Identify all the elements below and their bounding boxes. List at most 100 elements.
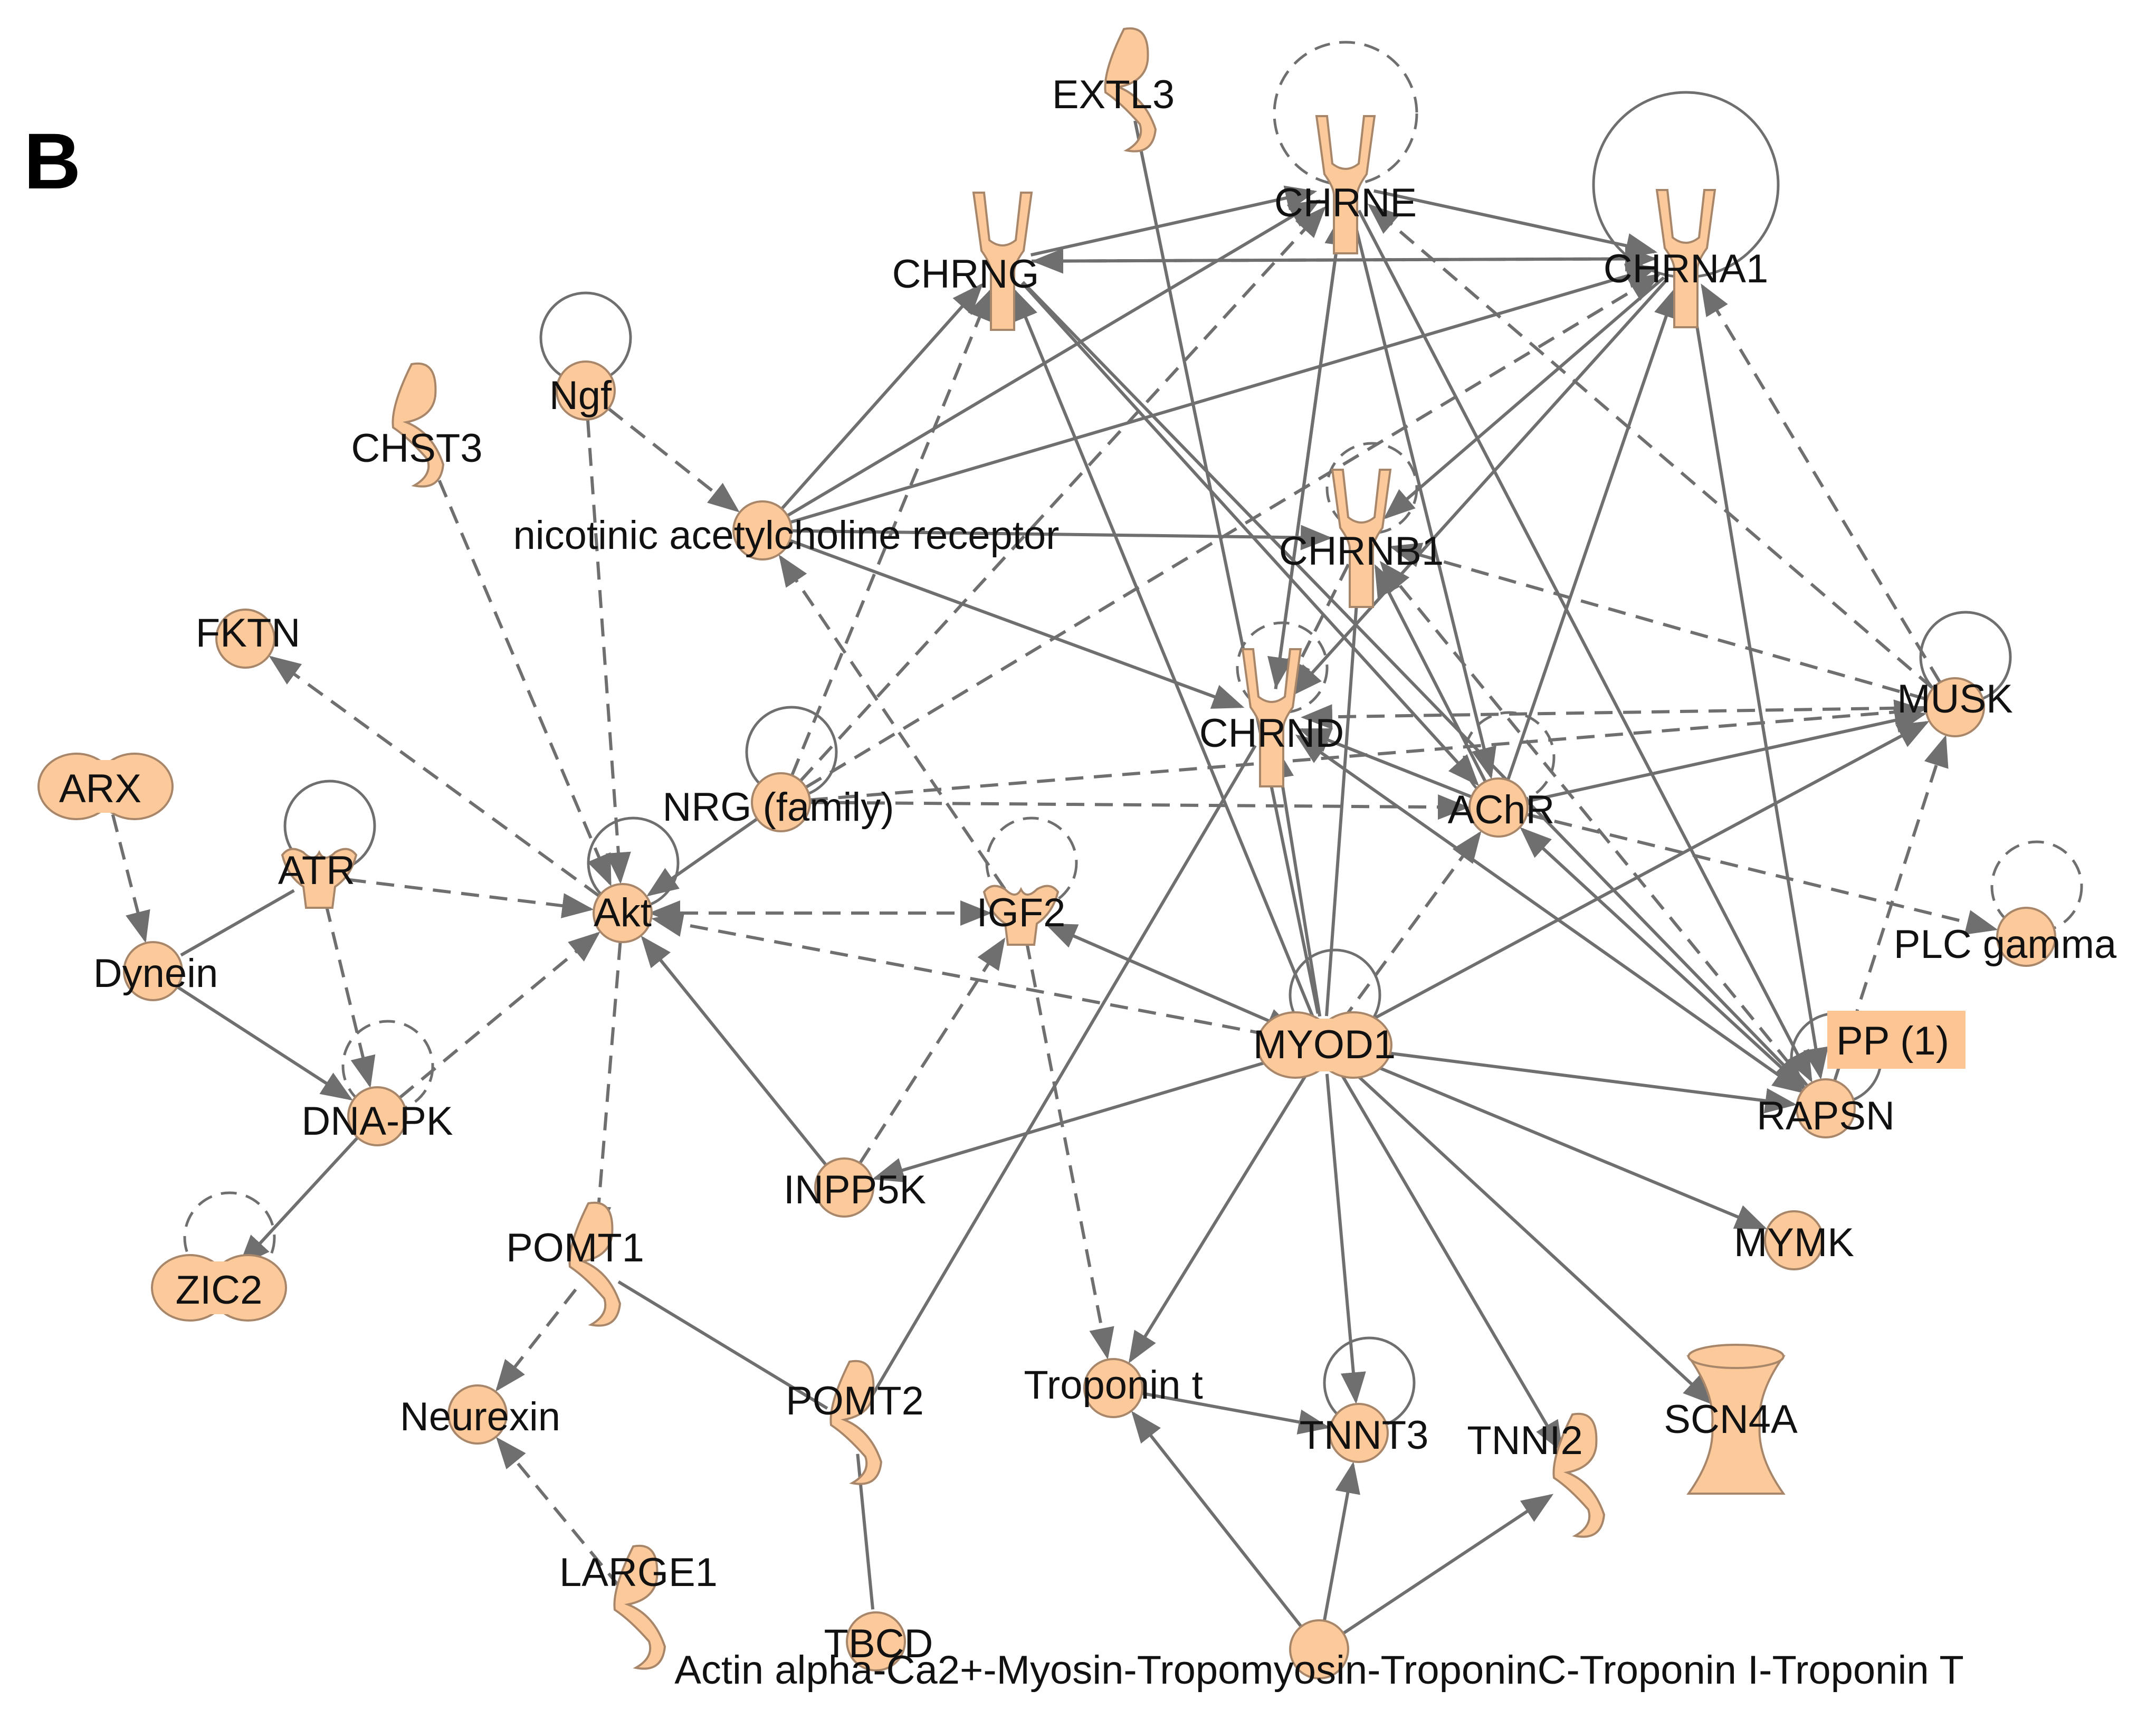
edge-MYOD1-INPP5K [872,1051,1298,1183]
edge-IGF2-Troponint [1025,941,1114,1360]
edge-Akt-FKTN [269,656,600,898]
edge-MYOD1-TNNT3 [1325,1074,1366,1404]
edge-CHRNA1-RAPSN [1688,287,1829,1080]
edge-nAChR-CHRNA1 [789,263,1658,524]
edge-Akt-POMT1 [586,942,622,1238]
node-ATR [281,848,358,909]
edge-RAPSN-CHRNB1 [1379,561,1809,1087]
edge-MYOD1-SCN4A [1344,1063,1715,1405]
edge-MYOD1-RAPSN [1353,1047,1797,1114]
edge-MYOD1-Troponint [1128,1069,1311,1364]
node-CHRNA1 [1655,189,1716,328]
node-label-CHRNA1: CHRNA1 [1604,246,1769,291]
node-label-FKTN: FKTN [196,611,300,656]
node-nAChR [732,500,793,561]
edge-CHRNG-CHRNE [1031,185,1318,257]
edge-NRG-AChR [809,794,1470,820]
node-label-CHRNG: CHRNG [892,252,1039,297]
node-label-Dynein: Dynein [93,951,218,996]
node-MYOD1 [1256,1011,1392,1079]
edge-AChR-CHRNB1 [1374,564,1487,783]
edge-MYOD1-CHRNG [1013,288,1315,1019]
edge-MYOD1-CHRND [1268,746,1322,1017]
node-label-TBCD: TBCD [824,1621,933,1666]
edge-IGF2-MYOD1 [1044,923,1298,1034]
node-POMT1 [568,1201,622,1327]
node-CHST3 [392,362,445,488]
node-NRG [751,772,811,832]
node-label-POMT2: POMT2 [786,1379,924,1423]
edge-CHRND-CHRNE [1274,213,1350,689]
node-TNNT3 [1329,1403,1389,1463]
edge-MYOD1-Akt [651,911,1296,1041]
edge-LARGE1-Neurexin [495,1437,622,1589]
edge-MYOD1-AChR [1340,831,1482,1023]
edge-Dynein-DNAPK [176,985,353,1101]
node-label-POMT1: POMT1 [506,1226,644,1270]
edge-ATR-DNAPK [325,904,376,1088]
edge-Actin-TNNI2 [1342,1494,1554,1635]
node-label-CHRNB1: CHRNB1 [1279,529,1444,574]
node-CHRND [1241,648,1302,787]
node-PLCgamma [1996,907,2056,967]
edge-EXTL3-MYOD1 [1133,120,1320,1014]
edge-Actin-TNNT3 [1322,1461,1360,1621]
edge-ARX-Dynein [111,814,150,943]
node-Dynein [123,941,183,1001]
edge-CHRNG-AChR [1020,281,1480,786]
node-MUSK [1925,677,1985,737]
node-label-ATR: ATR [278,848,355,893]
self-loop-PLCgamma [1990,840,2083,933]
node-IGF2 [982,885,1060,946]
node-TBCD [846,1611,906,1671]
edges-layer [111,120,1998,1635]
node-SCN4A [1686,1344,1786,1495]
node-label-RAPSN: RAPSN [1757,1094,1895,1138]
edge-nAChR-CHRNE [786,200,1321,517]
node-label-Neurexin: Neurexin [400,1394,560,1439]
node-CHRNB1 [1331,469,1392,608]
edge-ATR-Dynein [180,889,295,957]
node-CHRNE [1315,115,1376,254]
self-loop-IGF2 [985,816,1078,909]
edge-RAPSN-AChR [1520,827,1806,1090]
pp-box-background [1827,1011,1966,1069]
nodes-layer [37,27,2056,1679]
edge-nAChR-CHRND [789,539,1245,709]
edge-CHRNG-CHRNA1 [1031,246,1657,272]
node-label-nAChR: nicotinic acetylcholine receptor [513,513,1060,558]
node-TNNI2 [1552,1412,1606,1538]
node-DNAPK [347,1086,407,1146]
edge-POMT1-POMT2 [617,1280,828,1410]
edge-NRG-Akt [646,818,758,897]
edge-NRG-CHRNA1 [805,273,1661,789]
node-label-CHRNE: CHRNE [1274,181,1417,225]
self-loop-AChR [1463,711,1556,804]
node-label-Ngf: Ngf [549,373,612,418]
edge-MYOD1-CHRNB1 [1325,570,1361,1017]
node-label-Troponint: Troponin t [1024,1363,1203,1408]
node-label-Actin: Actin alpha-Ca2+-Myosin-Tropomyosin-Trop… [674,1648,1964,1693]
node-label-CHST3: CHST3 [351,426,482,471]
node-ZIC2 [151,1254,287,1322]
node-CHRNG [972,192,1033,331]
self-loop-CHRNB1 [1325,442,1418,535]
node-EXTL3 [1104,27,1157,153]
node-label-MYMK: MYMK [1734,1220,1854,1265]
node-label-DNAPK: DNA-PK [301,1099,453,1144]
node-label-LARGE1: LARGE1 [559,1550,718,1595]
node-label-AChR: AChR [1448,787,1555,832]
pp-box: PP (1) [1827,1011,1966,1069]
pp-box-label: PP (1) [1836,1019,1949,1063]
node-POMT2 [829,1360,883,1485]
node-label-CHRND: CHRND [1199,711,1344,756]
self-loop-CHRNE [1273,41,1418,186]
edge-RAPSN-CHRND [1295,734,1805,1094]
edge-CHRNA1-CHRNB1 [1383,276,1665,520]
edge-CHRNE-CHRNA1 [1373,189,1658,259]
edge-Troponint-TNNT3 [1141,1391,1330,1435]
node-label-SCN4A: SCN4A [1664,1397,1798,1442]
node-Neurexin [447,1384,508,1445]
node-FKTN [215,609,275,669]
